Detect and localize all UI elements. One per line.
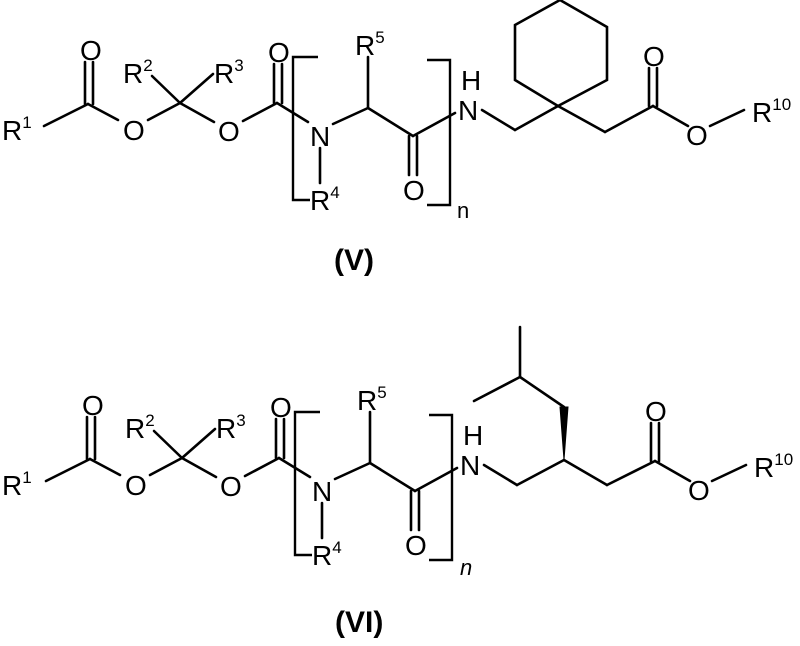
structure-vi-carbonyl-o-2: O xyxy=(270,392,292,423)
structure-v-caption: (V) xyxy=(334,244,374,277)
structure-v-carbonyl-o-2: O xyxy=(268,37,290,68)
structure-v-ester-o-2: O xyxy=(218,116,240,147)
structure-v-carbonyl-o-3: O xyxy=(403,175,425,206)
structure-vi-carbonyl-o-1: O xyxy=(82,390,104,421)
structure-v-r1-label: R1 xyxy=(2,113,32,146)
structure-vi-r2-label: R2 xyxy=(125,411,155,444)
structure-v-repeat-n: n xyxy=(457,198,469,223)
structure-v-r10-label: R10 xyxy=(752,95,791,128)
structure-v-repeat-bracket-right xyxy=(427,58,452,207)
structure-vi-nh-n: N xyxy=(460,450,480,481)
structure-vi-wedge-bond xyxy=(559,406,569,461)
structure-vi-repeat-bracket-left xyxy=(293,410,320,557)
structure-vi: R1 O O R2 R3 O O N R4 R5 O N H n O O R10… xyxy=(2,325,793,639)
structure-vi-caption: (VI) xyxy=(335,606,383,639)
structure-vi-r4-label: R4 xyxy=(312,538,342,571)
structure-v-carbonyl-o-4: O xyxy=(643,41,665,72)
structure-v-bonds xyxy=(42,0,746,185)
structure-v-nh-n: N xyxy=(458,95,478,126)
structure-v-r3-label: R3 xyxy=(214,56,244,89)
structure-vi-ester-o-2: O xyxy=(220,471,242,502)
structure-v-repeat-bracket-left xyxy=(291,55,318,202)
structure-vi-r10-label: R10 xyxy=(754,450,793,483)
structure-vi-repeat-n: n xyxy=(460,555,472,580)
structure-v-nh-h: H xyxy=(461,65,481,96)
structure-vi-r1-label: R1 xyxy=(2,468,32,501)
structure-vi-repeat-bracket-right xyxy=(429,413,454,562)
structure-vi-ester-o-3: O xyxy=(688,475,710,506)
structure-vi-r5-label: R5 xyxy=(357,383,387,416)
structure-vi-bonds xyxy=(44,325,748,540)
structure-v-amide-n: N xyxy=(310,121,330,152)
structure-v-r2-label: R2 xyxy=(123,56,153,89)
structure-v-ester-o-3: O xyxy=(686,120,708,151)
structure-vi-amide-n: N xyxy=(312,476,332,507)
structure-vi-nh-h: H xyxy=(463,420,483,451)
structure-vi-r3-label: R3 xyxy=(216,411,246,444)
structure-v-carbonyl-o-1: O xyxy=(80,35,102,66)
structure-vi-carbonyl-o-4: O xyxy=(645,396,667,427)
structure-v-ester-o-1: O xyxy=(123,115,145,146)
structure-v-r5-label: R5 xyxy=(355,28,385,61)
structure-v-r4-label: R4 xyxy=(310,183,340,216)
structure-v: R1 O O R2 R3 O O N R4 R5 O N H n O O R10… xyxy=(2,0,791,277)
structure-vi-ester-o-1: O xyxy=(125,470,147,501)
structure-vi-carbonyl-o-3: O xyxy=(405,530,427,561)
